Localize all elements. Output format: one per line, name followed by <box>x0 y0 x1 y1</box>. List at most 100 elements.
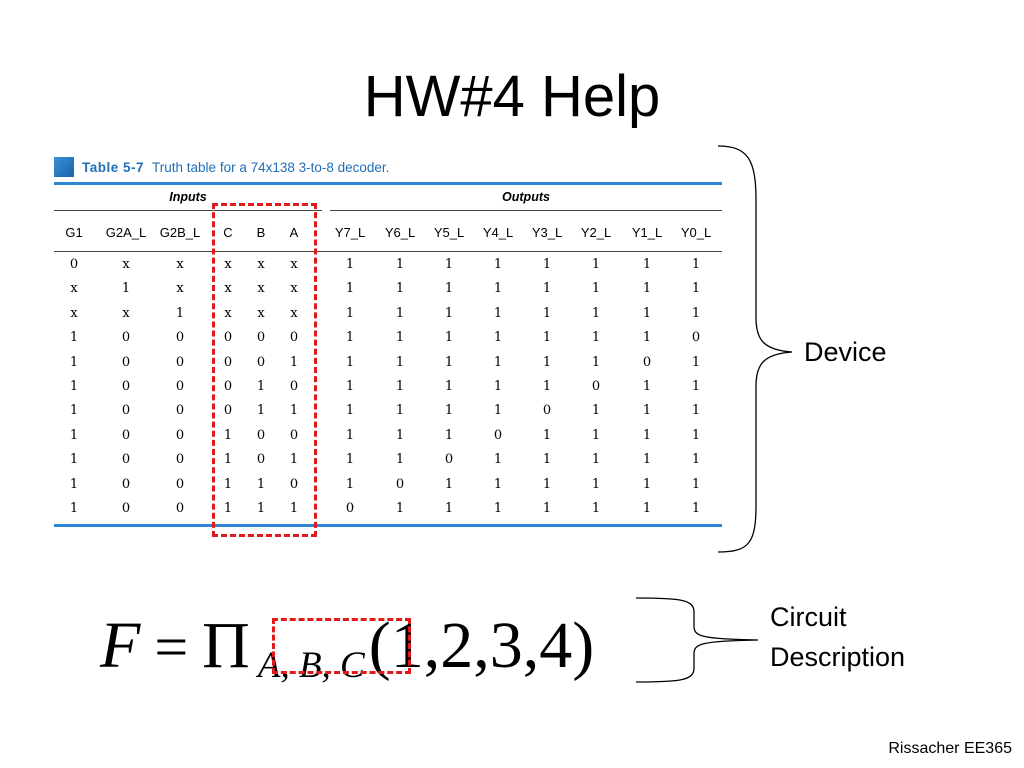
product-operator: Π <box>202 609 250 682</box>
column-header: G1 <box>65 225 83 240</box>
table-cell: 0 <box>175 379 185 394</box>
table-cell: 1 <box>493 379 503 394</box>
table-cell: 1 <box>223 501 233 516</box>
table-cell: 1 <box>395 306 405 321</box>
table-cell: 1 <box>691 257 701 272</box>
table-cell: 1 <box>444 477 454 492</box>
table-cell: 1 <box>69 477 79 492</box>
table-cell: x <box>224 306 232 321</box>
column-header: Y7_L <box>334 225 366 240</box>
column-header: Y2_L <box>580 225 612 240</box>
slide-footer: Rissacher EE365 <box>888 740 1012 757</box>
table-cell: 1 <box>256 379 266 394</box>
column-header: Y4_L <box>482 225 514 240</box>
table-cell: x <box>257 257 265 272</box>
table-cell: 1 <box>591 281 601 296</box>
table-cell: 0 <box>175 452 185 467</box>
table-cell: 0 <box>493 428 503 443</box>
table-cell: 1 <box>345 257 355 272</box>
table-cell: 1 <box>493 355 503 370</box>
table-cell: 0 <box>691 330 701 345</box>
table-cell: 1 <box>493 452 503 467</box>
formula-subscript: A, B, C <box>257 645 365 686</box>
table-cell: 1 <box>69 501 79 516</box>
pos-formula: F = Π A, B, C (1,2,3,4) <box>100 608 594 688</box>
table-cell: 1 <box>542 257 552 272</box>
table-cell: x <box>224 281 232 296</box>
table-cell: 1 <box>395 403 405 418</box>
table-cell: 1 <box>542 281 552 296</box>
table-cell: 1 <box>591 403 601 418</box>
table-cell: 1 <box>691 281 701 296</box>
table-cell: 1 <box>69 403 79 418</box>
column-header: Y1_L <box>631 225 663 240</box>
column-header: A <box>289 225 299 240</box>
table-cell: 0 <box>121 477 131 492</box>
table-cell: 1 <box>395 428 405 443</box>
table-cell: 0 <box>223 355 233 370</box>
table-cell: 1 <box>289 403 299 418</box>
table-cell: 0 <box>223 330 233 345</box>
circuit-label-line2: Description <box>770 642 906 672</box>
column-header: G2A_L <box>105 225 147 240</box>
table-cell: 1 <box>691 379 701 394</box>
circuit-brace <box>635 597 759 683</box>
table-caption-text: Truth table for a 74x138 3-to-8 decoder. <box>152 159 390 175</box>
table-cell: 1 <box>542 477 552 492</box>
table-cell: 1 <box>493 306 503 321</box>
table-cell: 1 <box>493 257 503 272</box>
table-cell: 1 <box>345 428 355 443</box>
table-cell: 0 <box>175 477 185 492</box>
table-cell: 1 <box>642 428 652 443</box>
table-cell: 1 <box>591 257 601 272</box>
table-cell: 0 <box>289 477 299 492</box>
table-cell: 1 <box>223 428 233 443</box>
column-header: Y3_L <box>531 225 563 240</box>
outputs-group-label: Outputs <box>502 190 550 204</box>
table-cell: 1 <box>591 477 601 492</box>
table-cell: 0 <box>289 379 299 394</box>
table-cell: 1 <box>444 330 454 345</box>
table-cell: 1 <box>395 281 405 296</box>
table-cell: 1 <box>542 452 552 467</box>
column-header: Y6_L <box>384 225 416 240</box>
column-header: G2B_L <box>159 225 201 240</box>
table-cell: 1 <box>289 355 299 370</box>
circuit-label-line1: Circuit <box>770 602 847 632</box>
table-cell: 1 <box>345 355 355 370</box>
table-cell: 1 <box>691 501 701 516</box>
table-cell: 1 <box>444 501 454 516</box>
table-cell: 0 <box>175 403 185 418</box>
table-cell: 0 <box>289 330 299 345</box>
table-cell: 1 <box>691 428 701 443</box>
table-cell: x <box>176 257 184 272</box>
table-cell: 0 <box>591 379 601 394</box>
table-cell: 0 <box>121 330 131 345</box>
table-cell: 1 <box>395 257 405 272</box>
table-cell: 0 <box>121 355 131 370</box>
column-header: C <box>223 225 233 240</box>
table-caption: Table 5-7 Truth table for a 74x138 3-to-… <box>54 156 389 178</box>
table-marker-icon <box>54 157 74 177</box>
table-cell: 0 <box>542 403 552 418</box>
table-cell: 0 <box>175 501 185 516</box>
table-cell: x <box>176 281 184 296</box>
table-cell: 0 <box>175 428 185 443</box>
table-cell: x <box>257 306 265 321</box>
table-cell: 1 <box>395 355 405 370</box>
table-cell: 1 <box>691 477 701 492</box>
table-cell: 1 <box>591 501 601 516</box>
table-cell: 1 <box>642 257 652 272</box>
table-cell: 0 <box>121 403 131 418</box>
table-cell: 1 <box>493 403 503 418</box>
table-cell: x <box>122 306 130 321</box>
header-rule <box>54 251 722 252</box>
table-cell: 1 <box>542 306 552 321</box>
table-cell: 1 <box>493 477 503 492</box>
table-cell: 1 <box>345 330 355 345</box>
subscript-highlight-box <box>272 618 411 674</box>
table-cell: 1 <box>691 403 701 418</box>
table-cell: 0 <box>395 477 405 492</box>
table-cell: 0 <box>444 452 454 467</box>
